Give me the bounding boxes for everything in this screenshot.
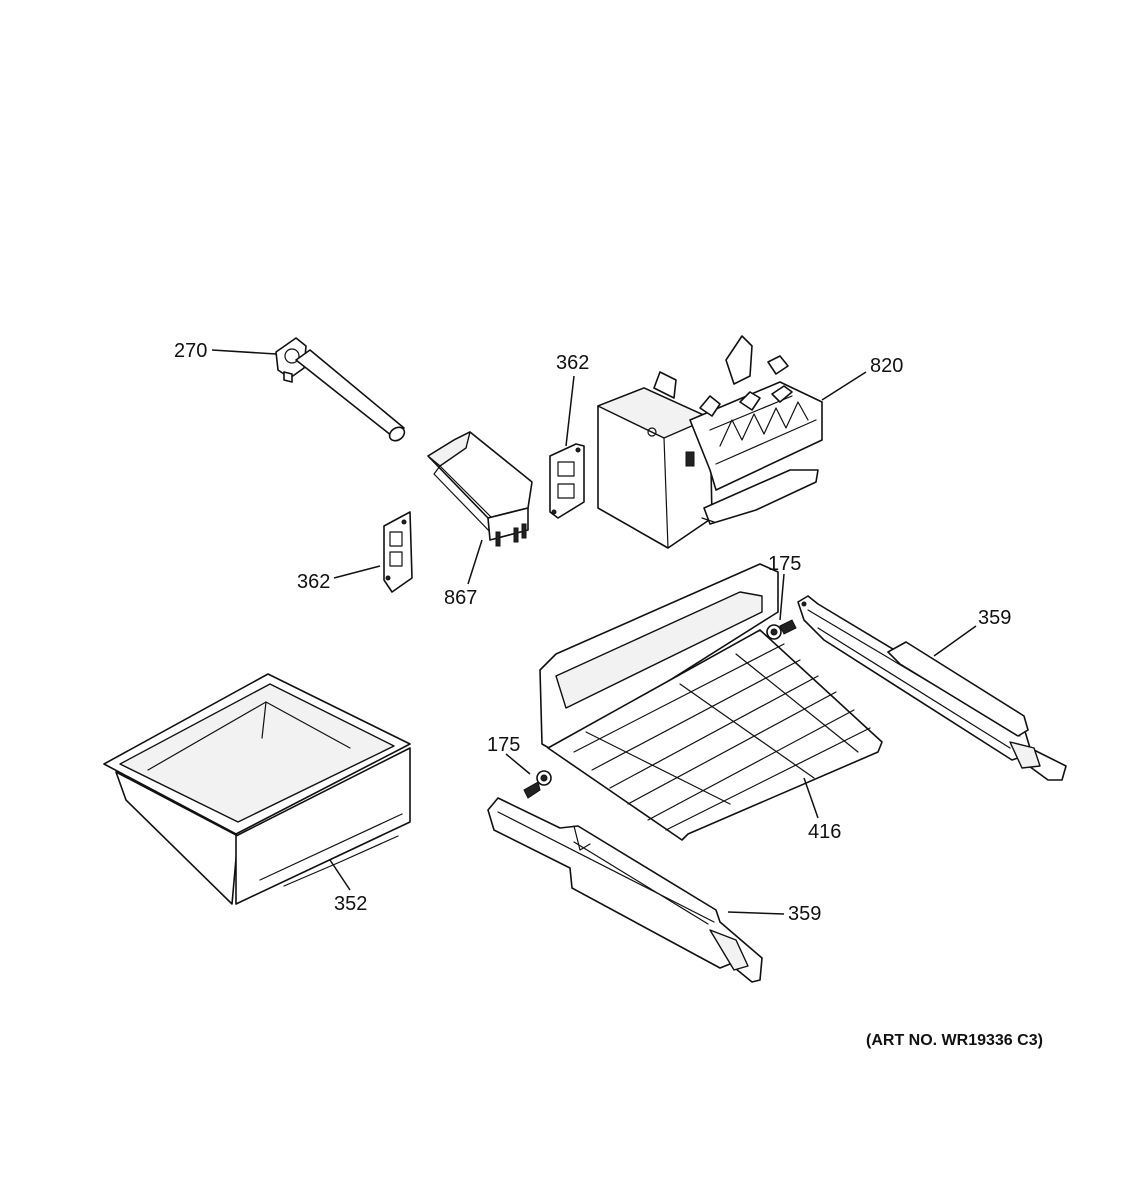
callout-362-top: 362	[556, 352, 589, 374]
part-175-left-screw	[523, 770, 552, 799]
part-867-cover	[427, 431, 533, 547]
callout-359-bottom: 359	[788, 903, 821, 925]
leader-175-right	[779, 573, 785, 621]
leader-359-bottom	[727, 911, 785, 915]
part-362-top-bracket	[549, 443, 585, 519]
leader-270	[211, 349, 277, 355]
leader-416	[803, 777, 819, 819]
callout-175-right: 175	[768, 553, 801, 575]
part-820-ice-maker	[597, 335, 823, 549]
part-175-right-screw	[766, 619, 797, 640]
leader-362-top	[565, 375, 575, 447]
callout-175-left: 175	[487, 734, 520, 756]
leader-lines	[211, 349, 977, 915]
leader-820	[821, 371, 867, 401]
leader-175-left	[505, 753, 531, 775]
callout-820: 820	[870, 355, 903, 377]
callout-270: 270	[174, 340, 207, 362]
part-359-right-rail	[797, 595, 1067, 781]
part-362-left-bracket	[383, 511, 413, 593]
callout-867: 867	[444, 587, 477, 609]
leader-359-right	[933, 625, 977, 657]
leader-352	[329, 859, 351, 891]
leader-362-left	[333, 565, 381, 579]
part-359-bottom-rail	[487, 797, 763, 983]
part-352-ice-bucket	[103, 673, 411, 905]
callout-labels: 270 362 820 362 867 175 359 175 416 352 …	[174, 340, 1011, 925]
leader-867	[467, 539, 483, 585]
part-270-fill-tube	[275, 337, 406, 442]
callout-362-left: 362	[297, 571, 330, 593]
callout-352: 352	[334, 893, 367, 915]
callout-416: 416	[808, 821, 841, 843]
callout-359-right: 359	[978, 607, 1011, 629]
part-416-shelf	[539, 563, 883, 841]
art-number: (ART NO. WR19336 C3)	[866, 1032, 1043, 1049]
